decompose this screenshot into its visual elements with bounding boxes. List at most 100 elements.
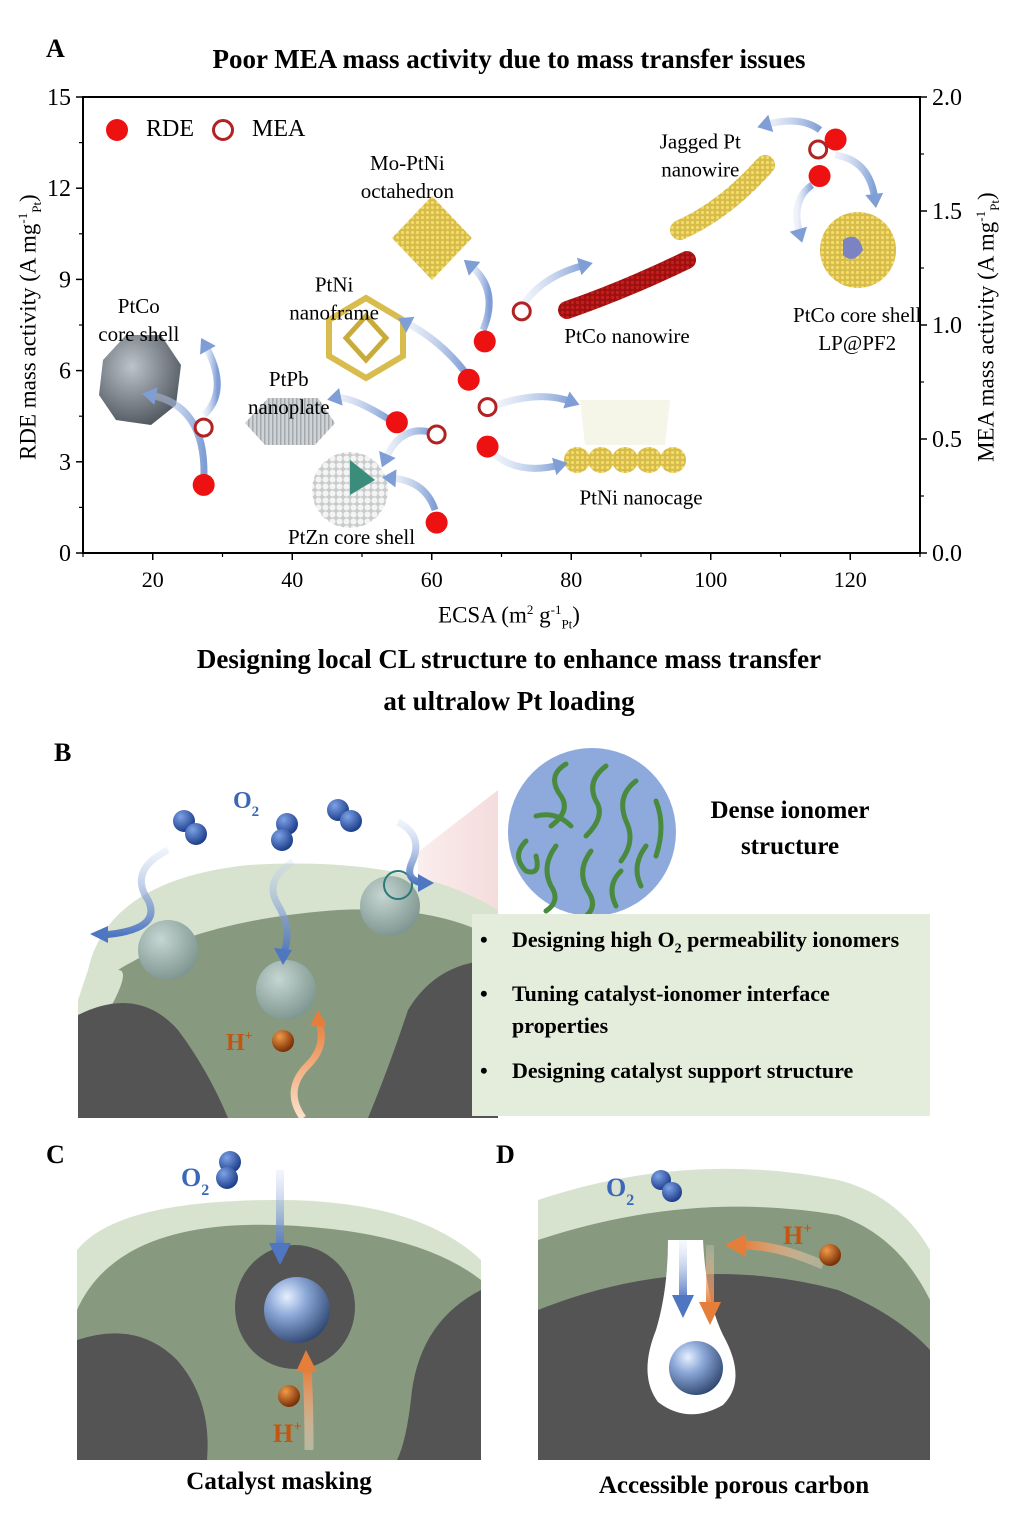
panel-d-letter: D	[496, 1140, 515, 1169]
legend-rde-marker	[106, 118, 128, 141]
panel-c-letter: C	[46, 1140, 65, 1169]
arrowhead-icon	[699, 1302, 721, 1325]
panel-b-illustration: H+ O2	[78, 788, 498, 1118]
arrowhead-icon	[789, 226, 808, 243]
ptni-nanoframe-inner	[342, 312, 390, 364]
proton-path-arrow	[302, 1369, 314, 1451]
jagged-pt-nanowire-image	[670, 155, 775, 240]
o2-path-arrow	[396, 818, 424, 887]
ionomer-zoom-circle	[508, 748, 676, 918]
strategy-list-box: Designing high O2 permeability ionomers …	[472, 914, 930, 1116]
o2-molecule-icon	[173, 810, 207, 845]
panel-a-letter: A	[46, 34, 65, 63]
section-heading-line1: Designing local CL structure to enhance …	[196, 644, 822, 674]
arrowhead-icon	[551, 457, 568, 476]
ptni-nanocage-sphere	[588, 447, 614, 473]
o2-molecule-icon	[327, 799, 362, 832]
o2-path-arrow	[102, 846, 170, 939]
rde-data-point	[808, 165, 831, 188]
y-left-label-main: RDE mass activity (A mg	[15, 223, 41, 460]
mea-data-point	[808, 139, 829, 160]
mea-data-point	[477, 397, 498, 418]
catalyst-particle	[360, 876, 420, 936]
y-right-label-sub: Pt	[987, 200, 1003, 211]
catalyst-particle	[264, 1277, 330, 1343]
strategy-item: Tuning catalyst-ionomer interface proper…	[472, 978, 930, 1042]
arrowhead-icon	[563, 391, 580, 409]
x-axis-label-mid: g	[533, 602, 551, 628]
catalyst-particle	[138, 920, 198, 980]
strategy-item: Designing catalyst support structure	[472, 1055, 930, 1087]
panel-c-caption: Catalyst masking	[186, 1468, 372, 1495]
mea-data-point	[426, 424, 447, 445]
arrowhead-icon	[397, 316, 415, 333]
curved-arrow	[522, 261, 586, 305]
legend-mea-marker	[212, 118, 234, 141]
arrowhead-icon	[576, 257, 593, 276]
y-right-label-main: MEA mass activity (A mg	[973, 221, 999, 462]
strategy-item: Designing high O2 permeability ionomers	[472, 924, 930, 965]
y-left-label-end: )	[15, 194, 41, 202]
panel-d-caption: Accessible porous carbon	[598, 1472, 870, 1499]
ptzn-core-image	[350, 460, 375, 495]
x-tick-label: 40	[281, 567, 303, 592]
carbon-right	[397, 1290, 481, 1460]
o2-path-arrow	[679, 1240, 687, 1300]
ptco-lp-pf2-core	[843, 236, 863, 259]
legend-mea-label: MEA	[252, 116, 306, 142]
h-plus-label: H+	[783, 1221, 812, 1250]
rde-data-point	[476, 435, 499, 458]
carbon-left	[78, 1003, 228, 1118]
curved-arrow	[495, 393, 574, 409]
catalyst-label: Mo-PtNi	[370, 151, 445, 175]
x-tick-label: 100	[694, 567, 727, 592]
y-right-tick-label: 2.0	[932, 85, 962, 111]
y-right-tick-label: 0.5	[932, 427, 962, 453]
curved-arrow	[492, 452, 561, 472]
y-right-tick-label: 1.0	[932, 313, 962, 339]
catalyst-particle	[669, 1341, 723, 1395]
catalyst-label: nanoplate	[248, 395, 330, 419]
y-left-label-sup: -1	[14, 212, 30, 224]
arrowhead-icon	[310, 1010, 327, 1026]
o2-path-arrow	[276, 1170, 284, 1250]
mea-data-point	[193, 417, 214, 438]
h-plus-label: H+	[273, 1419, 302, 1448]
y-right-label-end: )	[973, 192, 999, 201]
curved-arrow	[467, 262, 493, 332]
rde-data-point	[457, 368, 480, 391]
mo-ptni-octahedron-image	[392, 196, 472, 280]
ptco-core-shell-image	[99, 335, 181, 425]
arrowhead-icon	[90, 926, 108, 943]
curved-arrow	[403, 318, 468, 375]
arrowhead-icon	[327, 387, 343, 406]
x-tick-label: 60	[421, 567, 443, 592]
carbon-right	[368, 960, 498, 1118]
curved-arrow	[381, 427, 431, 462]
arrowhead-icon	[418, 874, 434, 892]
catalyst-label: octahedron	[361, 179, 455, 203]
catalyst-label: Jagged Pt	[660, 130, 741, 154]
panel-c-illustration: H+ O2	[77, 1151, 481, 1460]
curved-arrow	[389, 474, 439, 512]
legend-rde-label: RDE	[146, 116, 194, 142]
proton-path-arrow	[706, 1245, 714, 1305]
rde-data-point	[192, 473, 215, 496]
zoom-cone	[418, 790, 498, 910]
y-left-tick-label: 3	[59, 450, 71, 476]
x-axis-label-main: ECSA (m	[438, 602, 527, 628]
ptni-nanocage-sphere	[660, 447, 686, 473]
y-right-label-sup: -1	[972, 210, 988, 222]
catalyst-label: PtZn core shell	[288, 525, 415, 549]
arrowhead-icon	[379, 450, 396, 468]
rde-data-point	[425, 511, 448, 534]
dense-ionomer-label: Dense ionomer structure	[680, 793, 900, 865]
ptni-nanocage-sphere	[636, 447, 662, 473]
chart-title: Poor MEA mass activity due to mass trans…	[212, 44, 806, 74]
catalyst-label: PtPb	[269, 367, 309, 391]
arrowhead-icon	[725, 1234, 746, 1257]
ptco-nanowire-image	[558, 251, 696, 319]
rde-data-point	[824, 128, 847, 151]
arrowhead-icon	[865, 192, 884, 208]
arrowhead-icon	[382, 469, 397, 488]
